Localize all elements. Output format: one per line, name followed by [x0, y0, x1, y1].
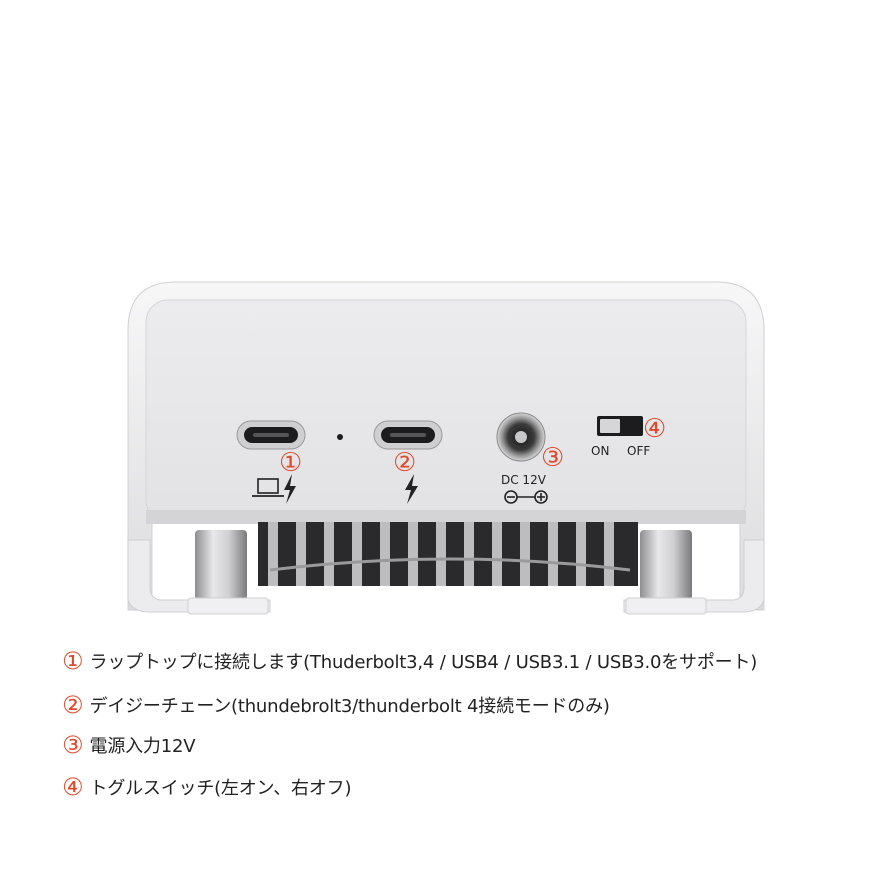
legend-item-3: ③ 電源入力12V — [62, 731, 196, 759]
rear-panel — [145, 299, 747, 523]
heatsink — [258, 522, 638, 586]
right-foot — [625, 530, 707, 615]
laptop-icon — [252, 478, 284, 497]
polarity-icon — [504, 490, 548, 504]
legend-item-4: ④ トグルスイッチ(左オン、右オフ) — [62, 774, 351, 800]
marker-2: ② — [393, 448, 416, 478]
thunderbolt-icon — [405, 474, 418, 504]
legend-number: ④ — [62, 773, 84, 801]
marker-3: ③ — [541, 443, 564, 473]
dc-power-jack — [496, 412, 546, 462]
usb-c-port-host — [236, 420, 306, 450]
status-led — [337, 434, 343, 440]
dc-label: DC 12V — [501, 473, 547, 487]
legend-item-1: ① ラップトップに接続します(Thuderbolt3,4 / USB4 / US… — [62, 648, 757, 674]
thunderbolt-icon — [284, 474, 296, 504]
legend-number: ② — [62, 691, 84, 719]
toggle-switch — [597, 416, 643, 436]
legend-item-2: ② デイジーチェーン(thundebrolt3/thunderbolt 4接続モ… — [62, 692, 610, 718]
switch-on-label: ON — [591, 444, 609, 458]
switch-off-label: OFF — [627, 444, 650, 458]
legend-text: トグルスイッチ(左オン、右オフ) — [89, 778, 352, 799]
marker-1: ① — [279, 448, 302, 478]
usb-c-port-daisy-chain — [373, 420, 443, 450]
left-foot — [187, 530, 269, 615]
marker-4: ④ — [643, 414, 666, 444]
legend-number: ③ — [62, 731, 84, 759]
legend-text: 電源入力12V — [89, 736, 196, 757]
legend-text: デイジーチェーン(thundebrolt3/thunderbolt 4接続モード… — [89, 696, 610, 717]
legend-text: ラップトップに接続します(Thuderbolt3,4 / USB4 / USB3… — [89, 652, 758, 673]
legend-number: ① — [62, 647, 84, 675]
